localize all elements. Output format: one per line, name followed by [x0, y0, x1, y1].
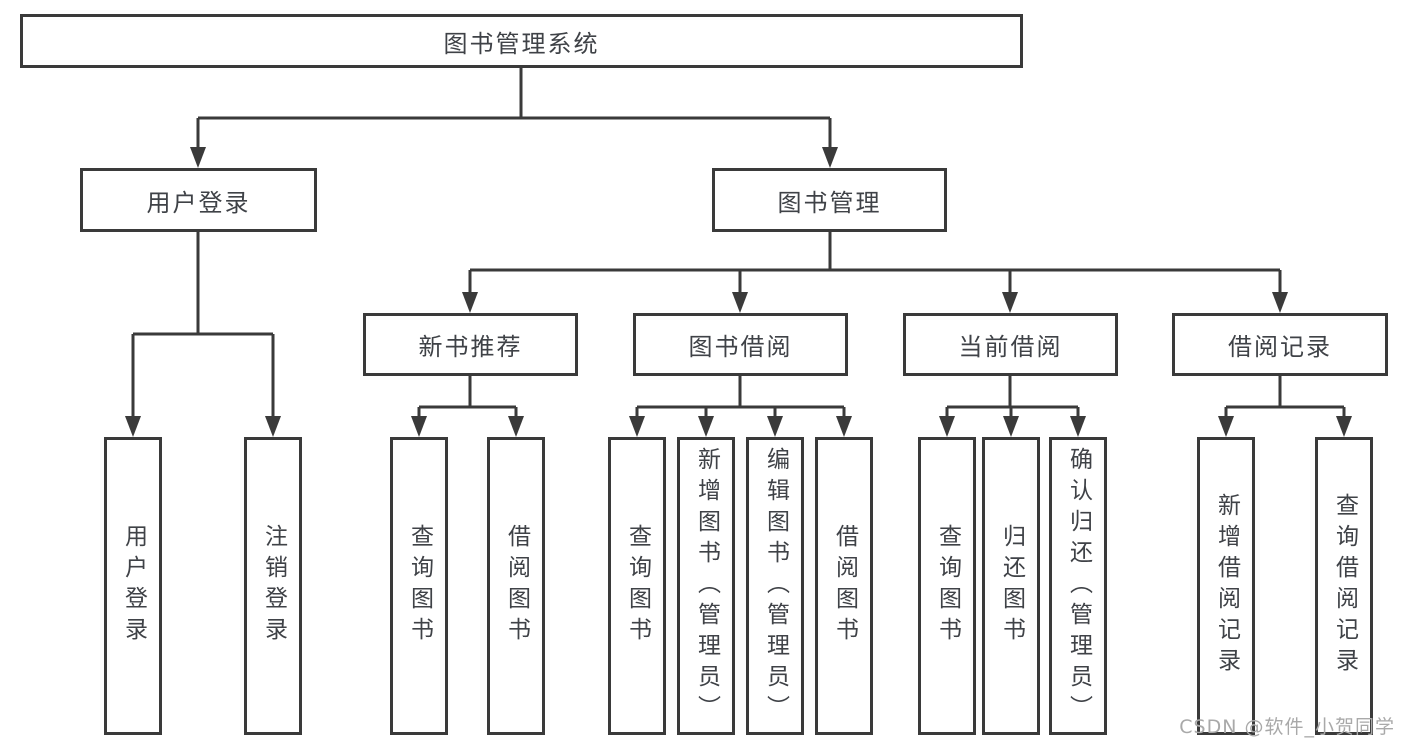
leaf-add-books-admin: 新增图书（管理员）: [677, 437, 735, 735]
node-label: 图书借阅: [688, 333, 793, 361]
leaf-query-borrow-record: 查询借阅记录: [1315, 437, 1373, 735]
leaf-borrow-books-recommend: 借阅图书: [487, 437, 545, 735]
leaf-query-books-borrowing: 查询图书: [608, 437, 666, 735]
node-book-borrowing: 图书借阅: [633, 313, 848, 376]
node-borrow-records: 借阅记录: [1172, 313, 1388, 376]
arrowheads: [125, 147, 1352, 437]
leaf-label: 用户登录: [120, 524, 147, 648]
leaf-label: 查询图书: [934, 524, 961, 648]
leaf-label: 注销登录: [260, 524, 287, 648]
leaf-label: 查询图书: [406, 524, 433, 648]
leaf-edit-books-admin: 编辑图书（管理员）: [746, 437, 804, 735]
leaf-query-books-recommend: 查询图书: [390, 437, 448, 735]
leaf-label: 借阅图书: [503, 524, 530, 648]
leaf-label: 归还图书: [998, 524, 1025, 648]
leaf-label: 新增图书（管理员）: [693, 446, 720, 726]
leaf-label: 确认归还（管理员）: [1065, 446, 1092, 726]
leaf-label: 查询图书: [624, 524, 651, 648]
leaf-label: 查询借阅记录: [1331, 493, 1358, 679]
leaf-label: 新增借阅记录: [1213, 493, 1240, 679]
leaf-logout: 注销登录: [244, 437, 302, 735]
node-label: 新书推荐: [418, 333, 523, 361]
node-new-book-recommend: 新书推荐: [363, 313, 578, 376]
node-book-management: 图书管理: [712, 168, 947, 232]
leaf-user-login: 用户登录: [104, 437, 162, 735]
leaf-query-books-current: 查询图书: [918, 437, 976, 735]
node-library-management-system: 图书管理系统: [20, 14, 1023, 68]
node-label: 用户登录: [146, 188, 251, 217]
node-label: 图书管理系统: [443, 29, 600, 58]
leaf-return-books: 归还图书: [982, 437, 1040, 735]
node-label: 当前借阅: [958, 333, 1063, 361]
node-label: 图书管理: [777, 188, 882, 217]
csdn-watermark: CSDN @软件_小贺同学: [1179, 716, 1395, 738]
connector-paths: [131, 68, 1346, 420]
node-current-borrowing: 当前借阅: [903, 313, 1118, 376]
leaf-label: 编辑图书（管理员）: [762, 446, 789, 726]
leaf-add-borrow-record: 新增借阅记录: [1197, 437, 1255, 735]
leaf-borrow-books: 借阅图书: [815, 437, 873, 735]
leaf-confirm-return-admin: 确认归还（管理员）: [1049, 437, 1107, 735]
leaf-label: 借阅图书: [831, 524, 858, 648]
node-user-login: 用户登录: [80, 168, 317, 232]
node-label: 借阅记录: [1228, 333, 1332, 361]
